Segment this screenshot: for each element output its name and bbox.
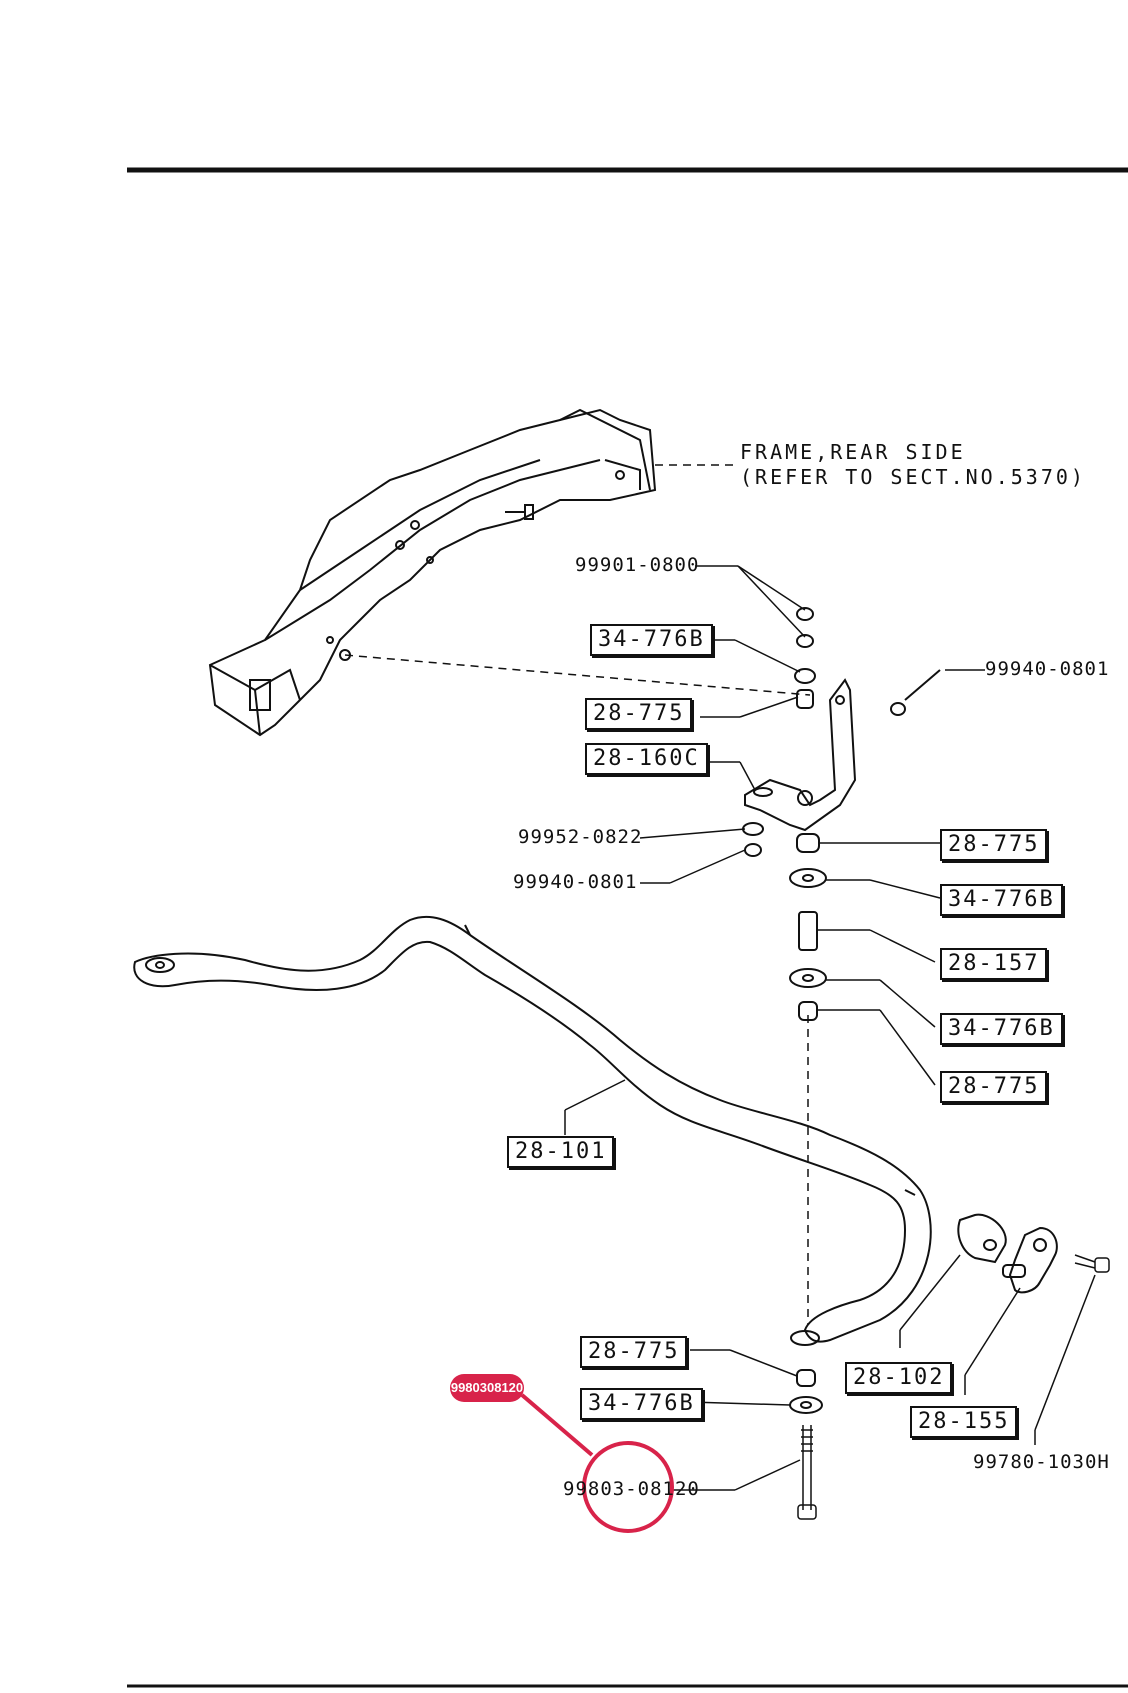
label-99940-0801-right[interactable]: 99940-0801	[985, 658, 1110, 680]
stabilizer-bar	[133, 915, 932, 1343]
bar-bracket	[1008, 1226, 1058, 1294]
label-28-101[interactable]: 28-101	[507, 1136, 615, 1168]
label-28-102[interactable]: 28-102	[845, 1362, 953, 1394]
label-34-776b-right2[interactable]: 34-776B	[940, 1013, 1063, 1045]
bolt-99780	[1074, 1254, 1110, 1273]
label-99952-0822[interactable]: 99952-0822	[518, 826, 643, 848]
label-28-775-lower[interactable]: 28-775	[580, 1336, 688, 1368]
label-28-775-upper[interactable]: 28-775	[585, 698, 693, 730]
label-28-775-right2[interactable]: 28-775	[940, 1071, 1048, 1103]
label-34-776b-top[interactable]: 34-776B	[590, 624, 713, 656]
label-34-776b-right1[interactable]: 34-776B	[940, 884, 1063, 916]
label-34-776b-lower[interactable]: 34-776B	[580, 1388, 703, 1420]
frame-rear-side-drawing	[208, 408, 657, 737]
highlight-badge[interactable]: 9980308120	[450, 1374, 524, 1402]
long-bolt	[797, 1425, 817, 1520]
frame-note-line2: (REFER TO SECT.NO.5370)	[740, 465, 1086, 489]
label-99940-0801-left[interactable]: 99940-0801	[513, 871, 638, 893]
label-99780-1030h[interactable]: 99780-1030H	[973, 1451, 1110, 1473]
mount-leader	[344, 654, 811, 696]
bracket	[744, 678, 857, 832]
label-99803-08120[interactable]: 99803-08120	[563, 1478, 700, 1500]
frame-note-line1: FRAME,REAR SIDE	[740, 440, 966, 464]
label-28-160c[interactable]: 28-160C	[585, 743, 708, 775]
highlight-annotation	[520, 1393, 674, 1533]
label-99901-0800[interactable]: 99901-0800	[575, 554, 700, 576]
label-28-155[interactable]: 28-155	[910, 1406, 1018, 1438]
label-28-775-right1[interactable]: 28-775	[940, 829, 1048, 861]
bar-bushing	[957, 1213, 1007, 1264]
label-28-157[interactable]: 28-157	[940, 948, 1048, 980]
